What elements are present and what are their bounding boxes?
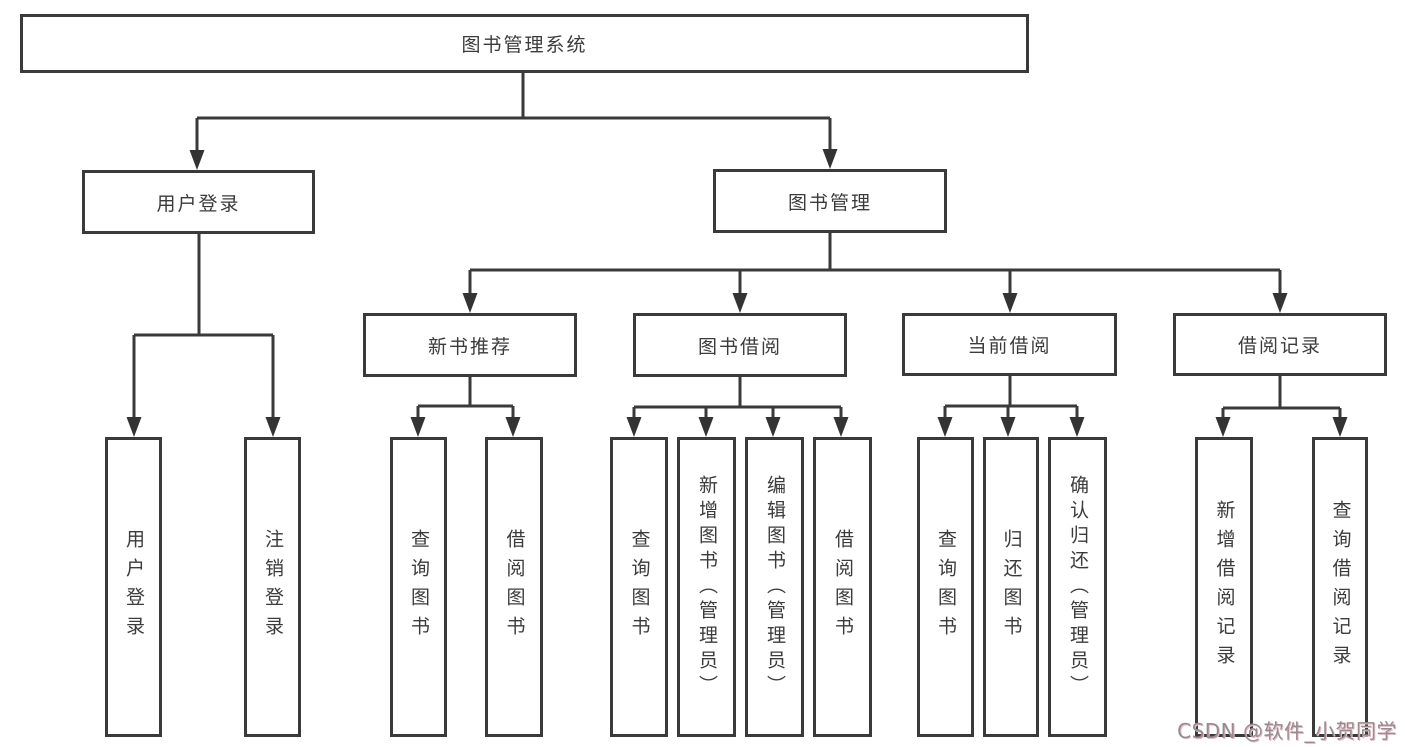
leaf-user-login: 用户登录 — [105, 437, 162, 737]
arrowhead — [126, 417, 142, 437]
leaf-query-books-borrow-label: 查询图书 — [628, 529, 651, 645]
node-book-management-label: 图书管理 — [787, 191, 872, 214]
arrowhead — [410, 417, 426, 437]
leaf-query-books-current: 查询图书 — [917, 437, 974, 737]
arrowhead — [833, 417, 849, 437]
arrowhead — [937, 417, 953, 437]
node-new-book-recommend-label: 新书推荐 — [427, 335, 512, 358]
leaf-edit-books-admin: 编辑图书（管理员） — [745, 437, 804, 737]
arrowhead — [765, 417, 781, 437]
node-borrow-records: 借阅记录 — [1173, 313, 1387, 376]
node-root-label: 图书管理系统 — [461, 34, 588, 56]
node-current-borrow-label: 当前借阅 — [967, 335, 1052, 357]
arrowhead — [1000, 417, 1016, 437]
leaf-logout: 注销登录 — [244, 437, 301, 737]
leaf-add-borrow-record: 新增借阅记录 — [1195, 437, 1253, 737]
node-new-book-recommend: 新书推荐 — [363, 313, 577, 377]
leaf-borrow-books-recommend-label: 借阅图书 — [503, 529, 526, 645]
leaf-add-books-admin: 新增图书（管理员） — [677, 437, 736, 737]
arrowhead — [1272, 293, 1288, 313]
leaf-query-borrow-record-label: 查询借阅记录 — [1329, 500, 1352, 674]
connector-new-book-to-children — [416, 377, 515, 420]
arrowhead — [822, 149, 838, 169]
arrowhead — [1002, 293, 1018, 313]
leaf-return-books-label: 归还图书 — [1000, 529, 1023, 645]
arrowhead — [1069, 417, 1085, 437]
connector-book-management-to-level3 — [468, 233, 1282, 296]
arrowhead — [732, 293, 748, 313]
arrowhead — [1215, 417, 1231, 437]
arrowhead — [505, 417, 521, 437]
arrowhead — [462, 293, 478, 313]
leaf-return-books: 归还图书 — [983, 437, 1039, 737]
arrowhead — [1332, 417, 1348, 437]
leaf-borrow-books: 借阅图书 — [813, 437, 872, 737]
node-user-login-label: 用户登录 — [156, 192, 241, 215]
arrowheads — [126, 149, 1348, 437]
leaf-query-books-recommend: 查询图书 — [390, 437, 447, 737]
leaf-add-books-admin-label: 新增图书（管理员） — [696, 474, 718, 700]
leaf-borrow-books-recommend: 借阅图书 — [485, 437, 543, 737]
connector-book-borrow-to-children — [632, 376, 843, 420]
arrowhead — [265, 417, 281, 437]
leaf-query-books-current-label: 查询图书 — [935, 529, 957, 645]
connector-root-to-level2 — [195, 73, 832, 153]
connector-current-borrow-to-children — [943, 376, 1079, 420]
node-root: 图书管理系统 — [20, 14, 1029, 73]
leaf-logout-label: 注销登录 — [262, 529, 284, 645]
leaf-add-borrow-record-label: 新增借阅记录 — [1213, 500, 1236, 674]
node-book-management: 图书管理 — [713, 169, 947, 233]
leaf-query-books-borrow: 查询图书 — [610, 437, 668, 737]
leaf-borrow-books-label: 借阅图书 — [832, 529, 854, 645]
connector-user-login-to-children — [132, 234, 275, 420]
node-book-borrow: 图书借阅 — [633, 313, 847, 377]
csdn-watermark: CSDN @软件_小贺同学 — [1177, 719, 1397, 743]
arrowhead — [189, 150, 205, 170]
arrowhead — [626, 417, 642, 437]
arrowhead — [698, 417, 714, 437]
node-user-login: 用户登录 — [82, 170, 315, 234]
leaf-query-borrow-record: 查询借阅记录 — [1312, 437, 1368, 737]
leaf-edit-books-admin-label: 编辑图书（管理员） — [764, 474, 786, 700]
node-book-borrow-label: 图书借阅 — [697, 335, 782, 358]
connector-borrow-records-to-children — [1221, 376, 1342, 420]
leaf-confirm-return-admin: 确认归还（管理员） — [1048, 437, 1107, 737]
leaf-confirm-return-admin-label: 确认归还（管理员） — [1067, 474, 1089, 700]
leaf-user-login-label: 用户登录 — [123, 529, 145, 645]
node-borrow-records-label: 借阅记录 — [1237, 335, 1322, 357]
leaf-query-books-recommend-label: 查询图书 — [408, 529, 430, 645]
node-current-borrow: 当前借阅 — [902, 313, 1117, 376]
